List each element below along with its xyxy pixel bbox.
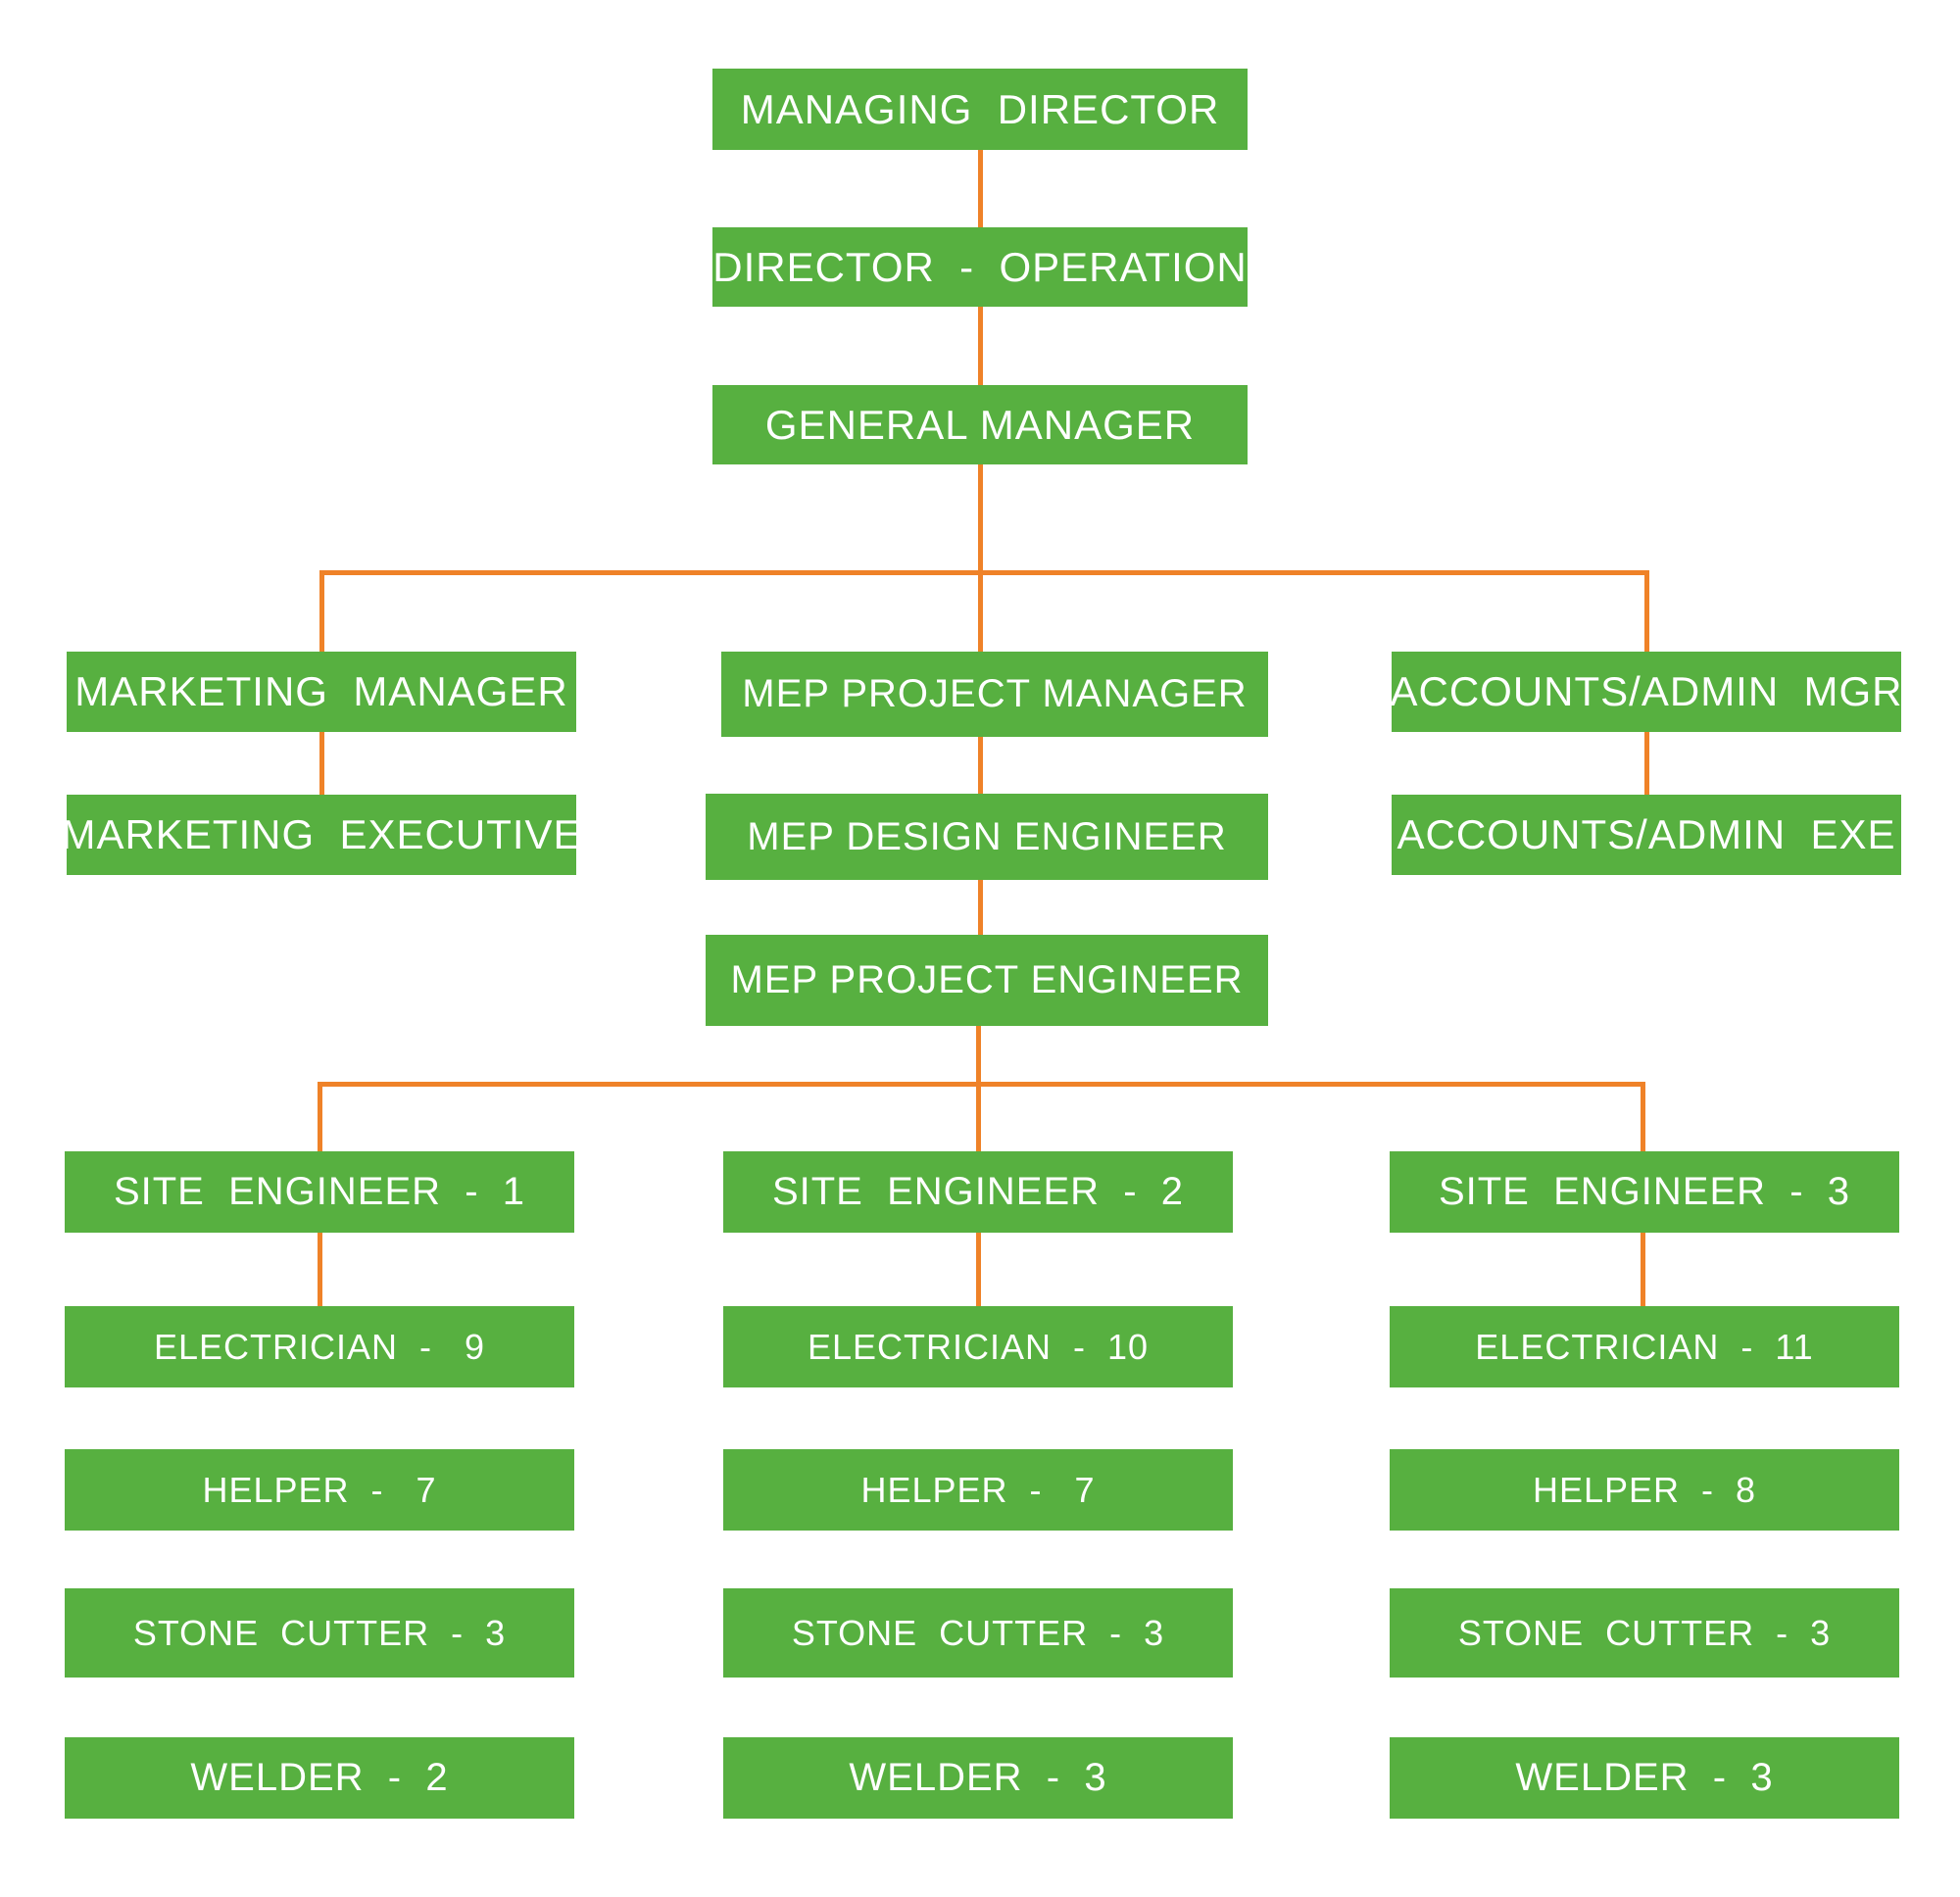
connector-site-bus (318, 1082, 1645, 1087)
connector-bus-mep (978, 570, 983, 652)
box-mep-design-engineer: MEP DESIGN ENGINEER (706, 794, 1268, 880)
box-site-engineer-2: SITE ENGINEER - 2 (723, 1151, 1233, 1233)
connector-marketing (319, 732, 324, 795)
box-electrician-site-2: ELECTRICIAN - 10 (723, 1306, 1233, 1387)
connector-bus-marketing (319, 570, 324, 652)
box-helper-site-1: HELPER - 7 (65, 1449, 574, 1531)
box-accounts-admin-mgr: ACCOUNTS/ADMIN MGR (1391, 652, 1902, 732)
connector-pe-bus (976, 1026, 981, 1087)
connector-bus-site1 (318, 1082, 322, 1151)
box-welder-site-2: WELDER - 3 (723, 1737, 1233, 1819)
box-welder-site-3: WELDER - 3 (1390, 1737, 1899, 1819)
connector-site1-electrician (318, 1233, 322, 1306)
box-helper-site-3: HELPER - 8 (1390, 1449, 1899, 1531)
box-site-engineer-3: SITE ENGINEER - 3 (1390, 1151, 1899, 1233)
box-electrician-site-3: ELECTRICIAN - 11 (1390, 1306, 1899, 1387)
connector-accounts (1644, 732, 1649, 795)
box-stone-cutter-site-1: STONE CUTTER - 3 (65, 1588, 574, 1678)
connector-mgr-bus (319, 570, 1649, 575)
box-marketing-executive: MARKETING EXECUTIVE (61, 795, 581, 875)
box-mep-project-engineer: MEP PROJECT ENGINEER (706, 935, 1268, 1026)
box-mep-project-manager: MEP PROJECT MANAGER (721, 652, 1268, 737)
connector-md-dir (978, 150, 983, 227)
connector-mep-design (978, 737, 983, 794)
box-accounts-admin-exe: ACCOUNTS/ADMIN EXE (1392, 795, 1901, 875)
box-stone-cutter-site-2: STONE CUTTER - 3 (723, 1588, 1233, 1678)
connector-bus-accounts (1644, 570, 1649, 652)
box-helper-site-2: HELPER - 7 (723, 1449, 1233, 1531)
box-managing-director: MANAGING DIRECTOR (712, 69, 1248, 150)
box-marketing-manager: MARKETING MANAGER (67, 652, 576, 732)
box-site-engineer-1: SITE ENGINEER - 1 (65, 1151, 574, 1233)
connector-dir-gm (978, 307, 983, 385)
connector-site2-electrician (976, 1233, 981, 1306)
connector-design-project (978, 880, 983, 935)
connector-bus-site3 (1641, 1082, 1645, 1151)
box-stone-cutter-site-3: STONE CUTTER - 3 (1390, 1588, 1899, 1678)
box-welder-site-1: WELDER - 2 (65, 1737, 574, 1819)
box-general-manager: GENERAL MANAGER (712, 385, 1248, 464)
connector-bus-site2 (976, 1082, 981, 1151)
box-electrician-site-1: ELECTRICIAN - 9 (65, 1306, 574, 1387)
connector-site3-electrician (1641, 1233, 1645, 1306)
box-director-operation: DIRECTOR - OPERATION (712, 227, 1248, 307)
connector-gm-bus (978, 464, 983, 575)
